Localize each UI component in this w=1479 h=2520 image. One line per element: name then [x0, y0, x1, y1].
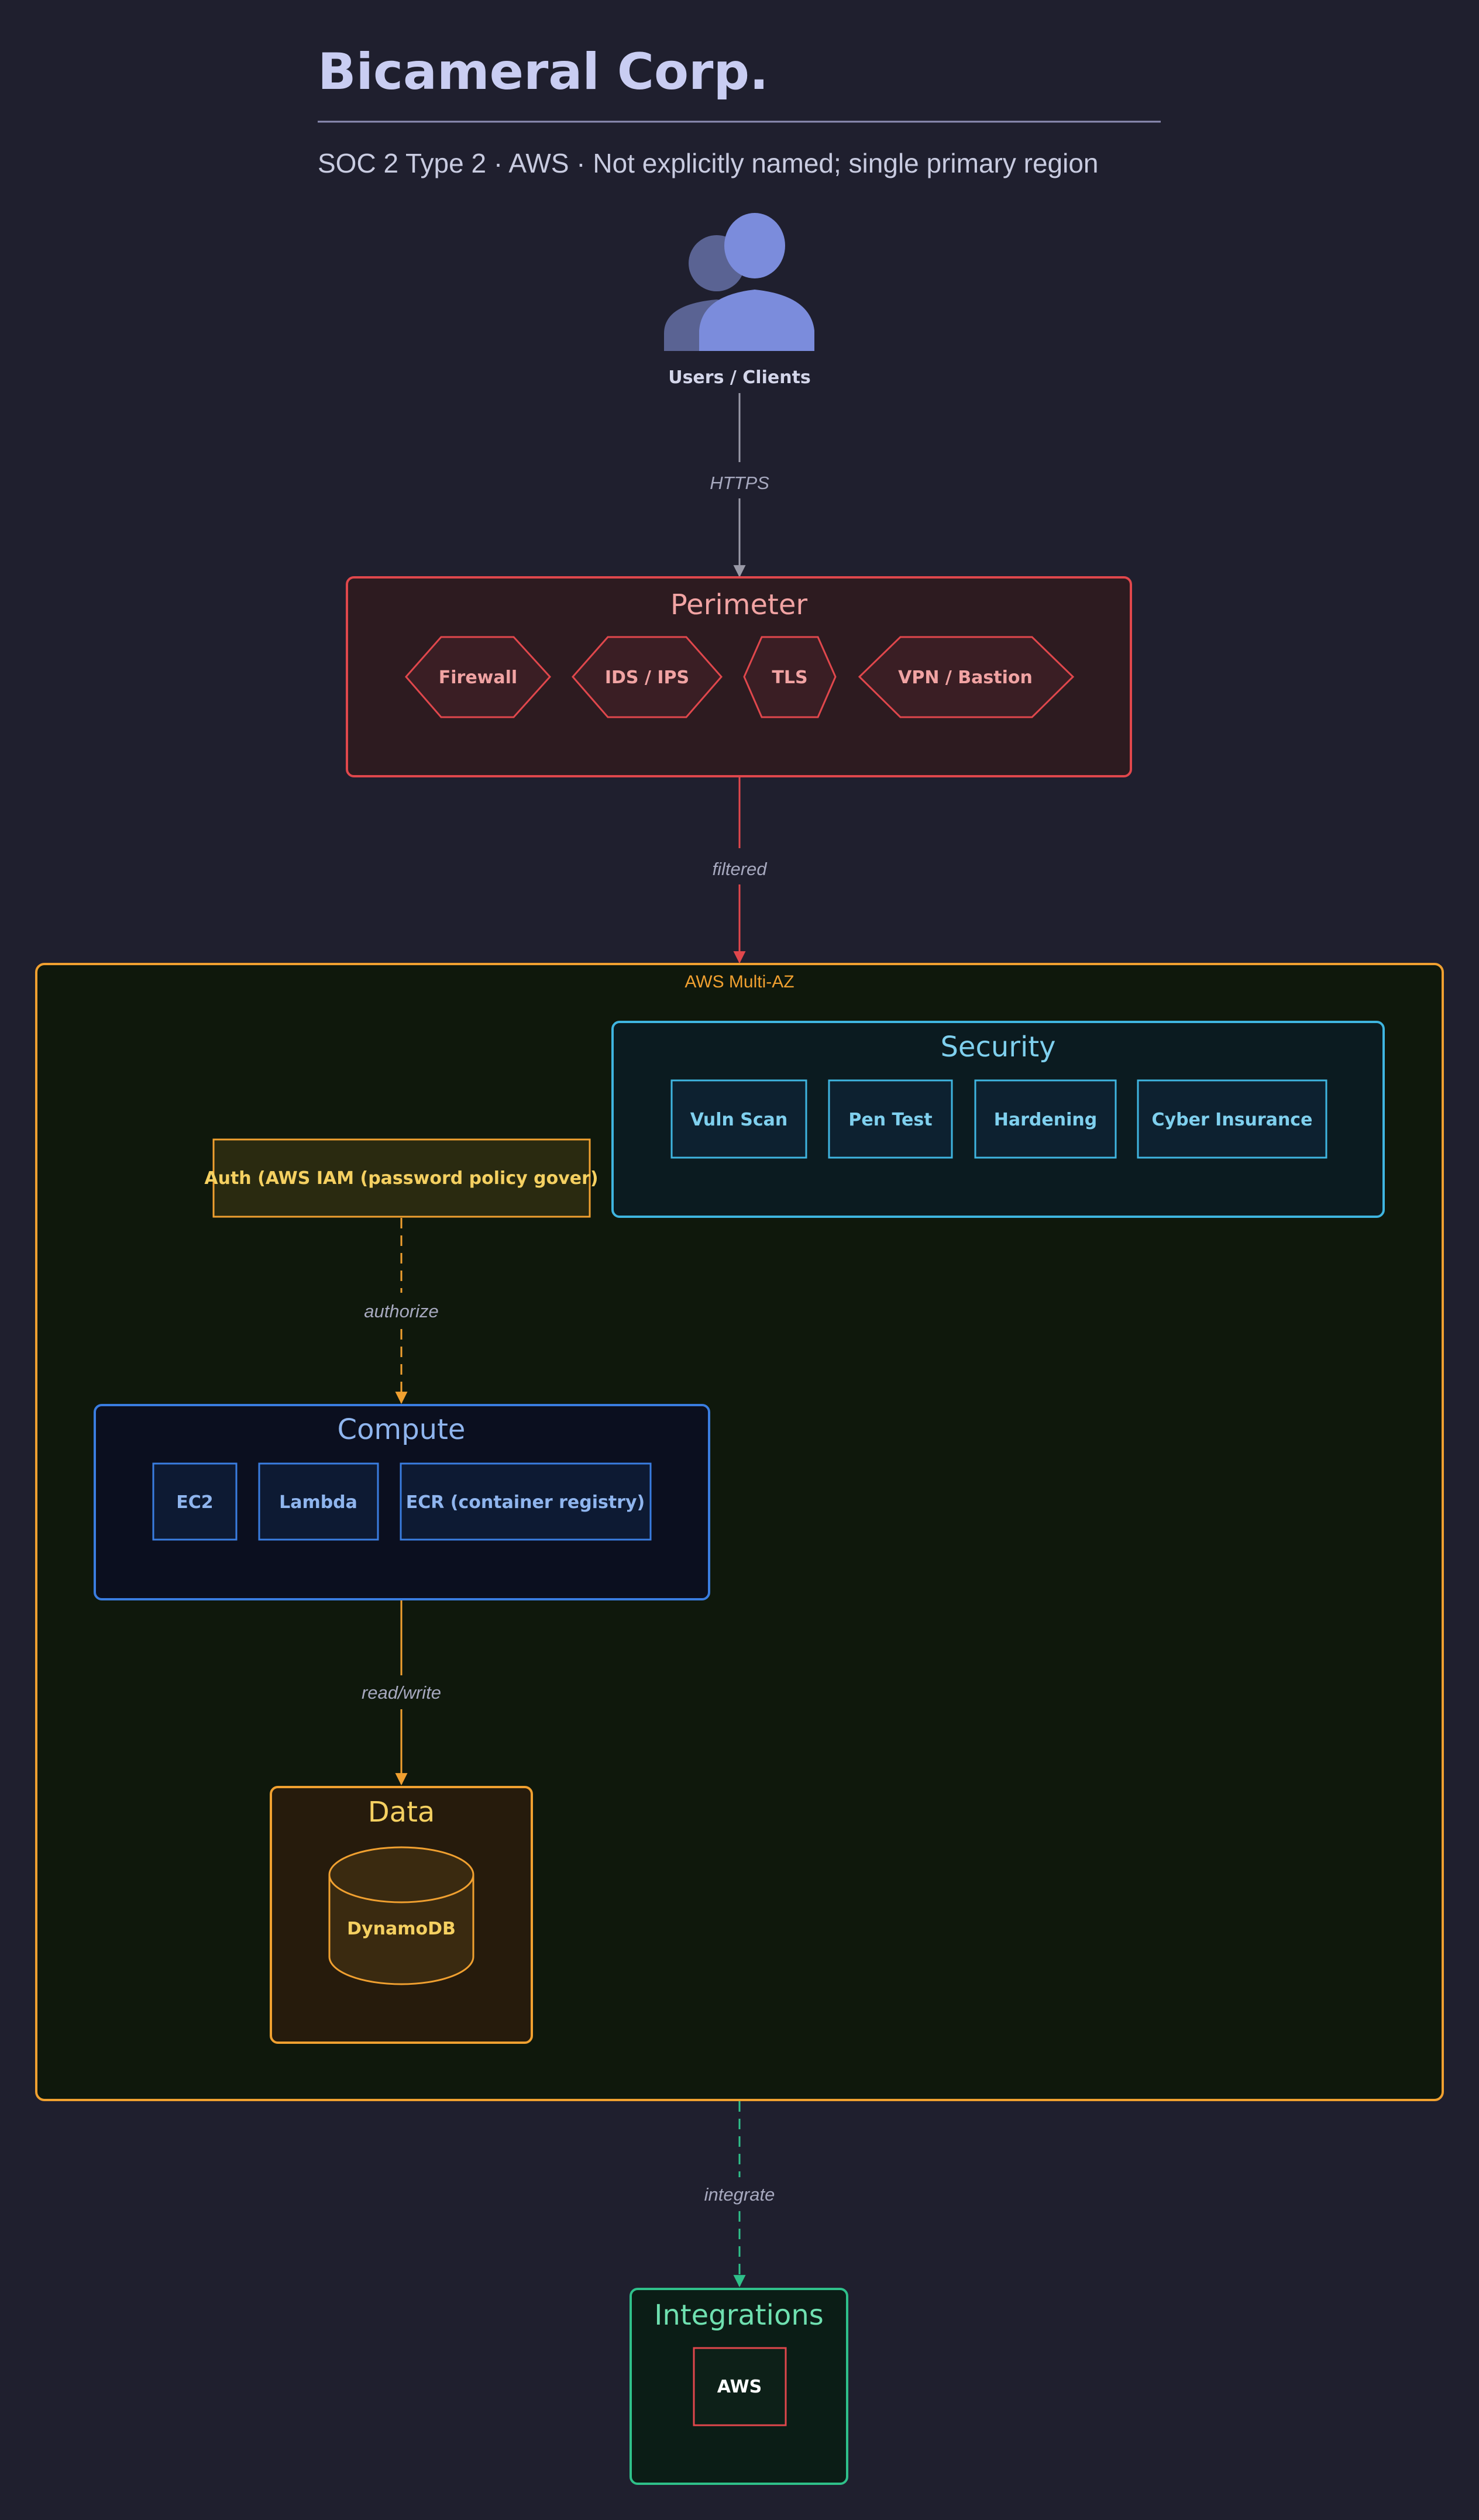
compute-group: Compute EC2 Lambda ECR (container regist…	[94, 1404, 710, 1600]
hardening-label: Hardening	[994, 1110, 1097, 1130]
integrations-group: Integrations AWS	[630, 2288, 848, 2485]
database-icon-top	[328, 1846, 474, 1903]
page-subtitle: SOC 2 Type 2 · AWS · Not explicitly name…	[318, 148, 1099, 178]
database-icon	[328, 1875, 474, 1985]
ids-ips-label: IDS / IPS	[605, 667, 689, 688]
vpn-bastion-label: VPN / Bastion	[898, 667, 1033, 688]
tls-node[interactable]	[743, 636, 837, 718]
cyber-insurance-node[interactable]	[1137, 1079, 1327, 1159]
hardening-node[interactable]	[974, 1079, 1117, 1159]
integrations-title: Integrations	[654, 2299, 824, 2332]
perimeter-group: Perimeter Firewall IDS / IPS TLS VPN / B…	[346, 576, 1132, 777]
pen-test-node[interactable]	[828, 1079, 953, 1159]
aws-integration-node[interactable]	[693, 2347, 787, 2426]
auth-node[interactable]	[212, 1138, 591, 1218]
edge-label-integrate: integrate	[704, 2184, 775, 2205]
edge-label-read-write: read/write	[362, 1682, 441, 1703]
page-title: Bicameral Corp.	[318, 43, 769, 101]
vuln-scan-label: Vuln Scan	[690, 1110, 788, 1130]
ecr-node[interactable]	[400, 1462, 652, 1541]
perimeter-title: Perimeter	[670, 588, 807, 621]
pen-test-label: Pen Test	[848, 1110, 932, 1130]
dynamodb-node[interactable]: DynamoDB	[328, 1846, 474, 1985]
edge-label-filtered: filtered	[712, 859, 768, 879]
data-title: Data	[368, 1796, 435, 1829]
firewall-node[interactable]	[405, 636, 552, 718]
ec2-node[interactable]	[152, 1462, 238, 1541]
vpc-label: AWS Multi-AZ	[685, 972, 794, 992]
firewall-label: Firewall	[439, 667, 517, 688]
users-label: Users / Clients	[668, 367, 811, 388]
edge-label-authorize: authorize	[364, 1301, 439, 1321]
lambda-label: Lambda	[279, 1492, 357, 1513]
cyber-insurance-label: Cyber Insurance	[1152, 1110, 1313, 1130]
security-group: Security Vuln Scan Pen Test Hardening Cy…	[611, 1021, 1385, 1218]
vpn-bastion-node[interactable]	[858, 636, 1075, 718]
lambda-node[interactable]	[258, 1462, 379, 1541]
perimeter-box	[346, 576, 1132, 777]
data-group: Data DynamoDB	[270, 1786, 533, 2044]
aws-integration-label: AWS	[717, 2377, 762, 2397]
compute-title: Compute	[338, 1413, 466, 1446]
edge-label-https: HTTPS	[710, 473, 769, 493]
security-title: Security	[940, 1031, 1055, 1063]
dynamodb-label: DynamoDB	[347, 1919, 456, 1939]
ids-ips-node[interactable]	[572, 636, 723, 718]
ecr-label: ECR (container registry)	[406, 1492, 645, 1513]
vuln-scan-node[interactable]	[670, 1079, 807, 1159]
users-icon	[664, 213, 814, 351]
auth-label: Auth (AWS IAM (password policy gover)	[204, 1168, 598, 1189]
ec2-label: EC2	[176, 1492, 213, 1513]
tls-label: TLS	[772, 667, 807, 688]
